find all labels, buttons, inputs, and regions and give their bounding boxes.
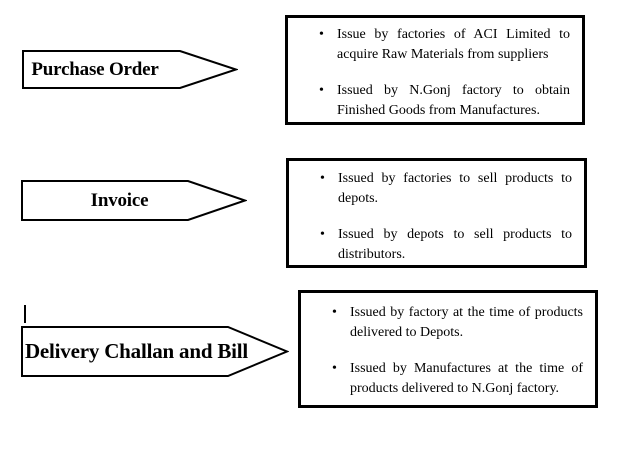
- info-box-delivery-challan-and-bill: • Issued by factory at the time of produ…: [298, 290, 598, 408]
- list-item: • Issued by factory at the time of produ…: [301, 303, 595, 343]
- arrow-label-purchase-order: Purchase Order: [31, 58, 159, 80]
- bullet-icon: •: [332, 361, 337, 376]
- bullet-icon: •: [320, 171, 325, 186]
- cursor-mark: [24, 305, 26, 323]
- arrow-purchase-order: Purchase Order: [22, 50, 238, 89]
- bullet-text: Issued by factory at the time of product…: [350, 305, 583, 340]
- arrow-label-invoice: Invoice: [90, 189, 149, 211]
- bullet-icon: •: [332, 305, 337, 320]
- arrow-delivery-challan-and-bill: Delivery Challan and Bill: [21, 326, 289, 377]
- arrow-invoice: Invoice: [21, 180, 247, 221]
- list-item: • Issue by factories of ACI Limited to a…: [288, 25, 582, 65]
- list-item: • Issued by depots to sell products to d…: [289, 225, 584, 265]
- list-item: • Issued by Manufactures at the time of …: [301, 359, 595, 399]
- pentagon-arrow-shape: [21, 180, 247, 221]
- bullet-icon: •: [320, 227, 325, 242]
- arrow-label-delivery-challan-and-bill: Delivery Challan and Bill: [24, 339, 249, 363]
- bullet-icon: •: [319, 27, 324, 42]
- bullet-text: Issued by factories to sell products to …: [338, 171, 572, 206]
- bullet-icon: •: [319, 83, 324, 98]
- pentagon-arrow-shape: [21, 326, 289, 377]
- bullet-text: Issue by factories of ACI Limited to acq…: [337, 27, 570, 62]
- pentagon-arrow-shape: [22, 50, 238, 89]
- list-item: • Issued by N.Gonj factory to obtain Fin…: [288, 81, 582, 121]
- bullet-text: Issued by N.Gonj factory to obtain Finis…: [337, 83, 570, 118]
- info-box-purchase-order: • Issue by factories of ACI Limited to a…: [285, 15, 585, 125]
- bullet-text: Issued by Manufactures at the time of pr…: [350, 361, 583, 396]
- list-item: • Issued by factories to sell products t…: [289, 169, 584, 209]
- bullet-text: Issued by depots to sell products to dis…: [338, 227, 572, 262]
- info-box-invoice: • Issued by factories to sell products t…: [286, 158, 587, 268]
